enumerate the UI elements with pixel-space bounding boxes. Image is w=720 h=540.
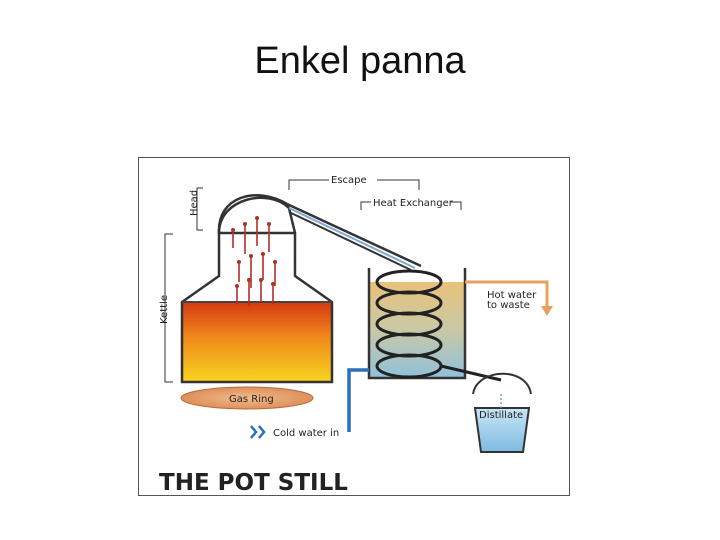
cold-water-arrow-icon xyxy=(250,425,266,439)
kettle-bracket xyxy=(164,233,173,383)
kettle xyxy=(180,231,334,384)
hot-water-pipe xyxy=(465,280,549,308)
heat-exchanger-tank xyxy=(367,268,467,380)
hot-water-label-line1: Hot water xyxy=(487,290,537,301)
hot-water-label-line2: to waste xyxy=(487,300,530,311)
gas-ring-label: Gas Ring xyxy=(229,394,274,405)
condenser-coil xyxy=(375,269,502,382)
slide-title: Enkel panna xyxy=(254,40,466,82)
distillate-label: Distillate xyxy=(479,410,523,421)
vapor-arrows xyxy=(232,218,276,306)
escape-label: Escape xyxy=(331,175,367,186)
pot-still-diagram: Escape Heat Exchanger Head Kettle Hot wa… xyxy=(138,157,570,496)
diagram-caption: THE POT STILL xyxy=(159,470,348,495)
kettle-label: Kettle xyxy=(159,295,170,324)
still-head xyxy=(217,196,297,234)
vapor-pipe xyxy=(286,202,422,268)
distillate-collector xyxy=(472,372,532,453)
gas-ring xyxy=(180,386,314,410)
head-bracket xyxy=(196,187,203,231)
diagram-canvas: Escape Heat Exchanger Head Kettle Hot wa… xyxy=(159,175,553,495)
cold-water-label: Cold water in xyxy=(273,428,339,439)
heat-exchanger-label: Heat Exchanger xyxy=(373,198,454,209)
heat-exchanger-bracket xyxy=(360,201,462,210)
escape-bracket xyxy=(288,179,420,190)
cold-water-pipe xyxy=(347,368,369,432)
head-label: Head xyxy=(189,190,200,216)
